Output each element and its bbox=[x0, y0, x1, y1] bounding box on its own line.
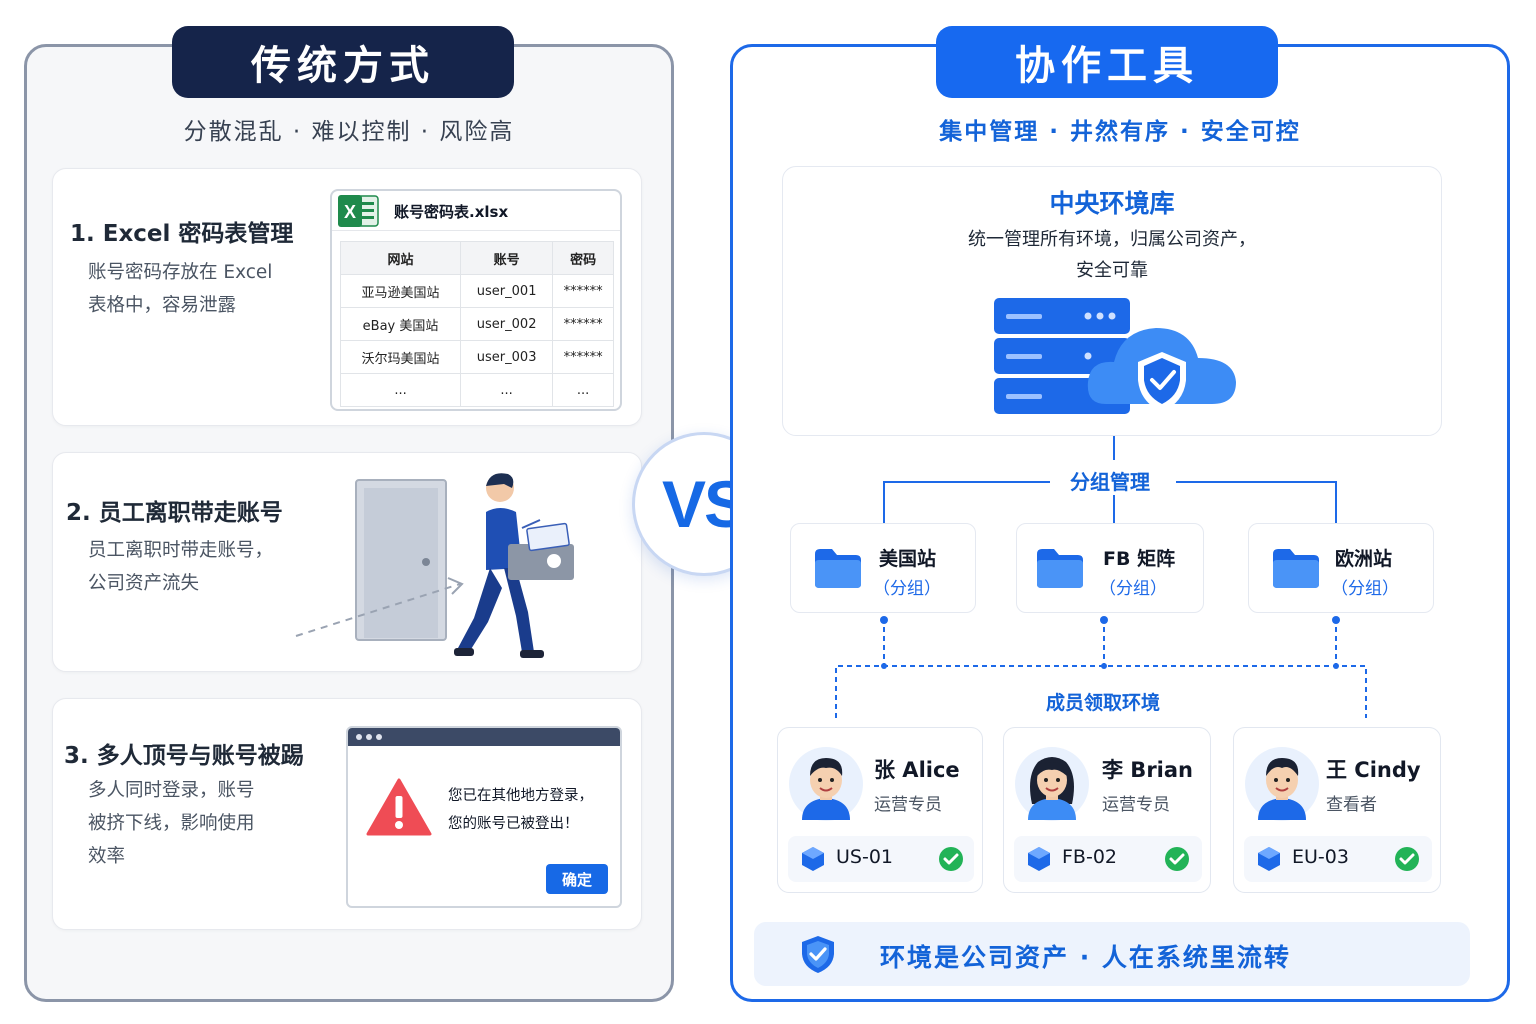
dialog-message: 您已在其他地方登录， 您的账号已被登出！ bbox=[448, 782, 593, 838]
folder-icon bbox=[1037, 549, 1083, 588]
excel-card-desc-line2: 表格中，容易泄露 bbox=[88, 295, 237, 316]
table-row: 亚马逊美国站 user_001 ****** bbox=[339, 274, 614, 308]
resignation-card-title: 2. 员工离职带走账号 bbox=[66, 500, 283, 526]
excel-card-desc: 账号密码存放在 Excel 表格中，容易泄露 bbox=[88, 256, 272, 322]
avatar bbox=[789, 747, 863, 821]
logout-dialog: 您已在其他地方登录， 您的账号已被登出！ 确定 bbox=[346, 726, 622, 908]
central-desc-line2: 安全可靠 bbox=[1076, 260, 1148, 281]
dialog-titlebar bbox=[348, 728, 620, 746]
kicked-off-card-desc: 多人同时登录，账号 被挤下线，影响使用 效率 bbox=[88, 774, 255, 873]
warning-icon bbox=[366, 778, 432, 836]
employee-leaving-illustration bbox=[295, 473, 574, 658]
excel-filename: 账号密码表.xlsx bbox=[394, 203, 509, 221]
excel-cell: user_003 bbox=[460, 340, 554, 374]
svg-text:X: X bbox=[344, 202, 356, 222]
group-name: FB 矩阵 bbox=[1103, 548, 1176, 570]
check-circle-icon bbox=[1165, 847, 1189, 871]
member-card-brian[interactable]: 李 Brian 运营专员 FB-02 bbox=[1003, 727, 1211, 893]
member-name: 王 Cindy bbox=[1326, 758, 1421, 782]
dialog-message-line2: 您的账号已被登出！ bbox=[448, 816, 579, 832]
member-card-cindy[interactable]: 王 Cindy 查看者 EU-03 bbox=[1233, 727, 1441, 893]
group-sub: （分组） bbox=[873, 579, 941, 599]
table-row: ... ... ... bbox=[339, 373, 614, 407]
server-cloud-shield-icon bbox=[994, 298, 1236, 414]
excel-cell: ... bbox=[460, 373, 554, 407]
excel-card-desc-line1: 账号密码存放在 Excel bbox=[88, 262, 273, 283]
excel-cell: 亚马逊美国站 bbox=[339, 274, 462, 308]
group-card-us[interactable]: 美国站 （分组） bbox=[790, 523, 976, 613]
cube-icon bbox=[1258, 847, 1280, 871]
member-role: 查看者 bbox=[1326, 795, 1377, 815]
excel-table: 网站 账号 密码 亚马逊美国站 user_001 ****** eBay 美国站… bbox=[339, 241, 614, 407]
excel-header: X 账号密码表.xlsx bbox=[332, 191, 620, 231]
excel-icon: X bbox=[338, 195, 379, 227]
excel-cell: eBay 美国站 bbox=[339, 307, 462, 341]
env-code: US-01 bbox=[836, 846, 893, 868]
member-env: FB-02 bbox=[1014, 836, 1202, 882]
shield-check-icon bbox=[802, 936, 834, 973]
kicked-desc-line1: 多人同时登录，账号 bbox=[88, 780, 255, 801]
traditional-subtitle: 分散混乱 · 难以控制 · 风险高 bbox=[183, 119, 515, 145]
member-name: 张 Alice bbox=[874, 758, 960, 782]
excel-col-header: 密码 bbox=[552, 241, 614, 275]
excel-cell: user_002 bbox=[460, 307, 554, 341]
member-role: 运营专员 bbox=[874, 795, 942, 815]
central-env-desc: 统一管理所有环境，归属公司资产， 安全可靠 bbox=[782, 224, 1442, 286]
kicked-desc-line2: 被挤下线，影响使用 bbox=[88, 813, 255, 834]
check-circle-icon bbox=[939, 847, 963, 871]
collab-subtitle: 集中管理 · 井然有序 · 安全可控 bbox=[939, 119, 1301, 145]
excel-cell: 沃尔玛美国站 bbox=[339, 340, 462, 374]
avatar bbox=[1015, 747, 1089, 821]
folder-icon bbox=[815, 549, 861, 588]
excel-col-header: 账号 bbox=[460, 241, 554, 275]
avatar bbox=[1245, 747, 1319, 821]
excel-cell: ****** bbox=[552, 274, 614, 308]
collab-title: 协作工具 bbox=[936, 26, 1278, 98]
excel-col-header: 网站 bbox=[339, 241, 462, 275]
cube-icon bbox=[802, 847, 824, 871]
excel-card-title: 1. Excel 密码表管理 bbox=[70, 221, 294, 247]
group-name: 美国站 bbox=[879, 548, 937, 570]
member-claim-label: 成员领取环境 bbox=[1030, 688, 1176, 715]
resignation-desc-line1: 员工离职时带走账号， bbox=[88, 540, 274, 561]
traditional-title: 传统方式 bbox=[172, 26, 514, 98]
member-role: 运营专员 bbox=[1102, 795, 1170, 815]
cube-icon bbox=[1028, 847, 1050, 871]
kicked-desc-line3: 效率 bbox=[88, 846, 126, 867]
kicked-off-card-title: 3. 多人顶号与账号被踢 bbox=[64, 743, 304, 769]
table-row: eBay 美国站 user_002 ****** bbox=[339, 307, 614, 341]
member-card-alice[interactable]: 张 Alice 运营专员 US-01 bbox=[777, 727, 983, 893]
confirm-button[interactable]: 确定 bbox=[546, 864, 608, 894]
table-row: 沃尔玛美国站 user_003 ****** bbox=[339, 340, 614, 374]
excel-cell: ... bbox=[552, 373, 614, 407]
excel-cell: ****** bbox=[552, 340, 614, 374]
footer-text: 环境是公司资产 · 人在系统里流转 bbox=[880, 943, 1291, 972]
group-management-label: 分组管理 bbox=[1050, 466, 1170, 495]
resignation-desc-line2: 公司资产流失 bbox=[88, 573, 200, 594]
member-name: 李 Brian bbox=[1102, 758, 1193, 782]
hierarchy-connectors bbox=[835, 436, 1367, 718]
excel-spreadsheet: X 账号密码表.xlsx 网站 账号 密码 亚马逊美国站 user_001 **… bbox=[330, 189, 622, 411]
dialog-message-line1: 您已在其他地方登录， bbox=[448, 788, 593, 804]
env-code: EU-03 bbox=[1292, 846, 1349, 868]
group-name: 欧洲站 bbox=[1335, 548, 1393, 570]
excel-cell: ****** bbox=[552, 307, 614, 341]
member-env: US-01 bbox=[788, 836, 974, 882]
check-circle-icon bbox=[1395, 847, 1419, 871]
excel-cell: user_001 bbox=[460, 274, 554, 308]
excel-cell: ... bbox=[339, 373, 462, 407]
group-card-fb[interactable]: FB 矩阵 （分组） bbox=[1016, 523, 1204, 613]
central-env-title: 中央环境库 bbox=[1049, 189, 1175, 218]
env-code: FB-02 bbox=[1062, 846, 1117, 868]
group-sub: （分组） bbox=[1099, 579, 1167, 599]
group-sub: （分组） bbox=[1331, 579, 1399, 599]
resignation-card-desc: 员工离职时带走账号， 公司资产流失 bbox=[88, 534, 273, 600]
central-desc-line1: 统一管理所有环境，归属公司资产， bbox=[968, 229, 1256, 250]
member-env: EU-03 bbox=[1244, 836, 1432, 882]
footer-banner bbox=[754, 922, 1470, 986]
group-card-eu[interactable]: 欧洲站 （分组） bbox=[1248, 523, 1434, 613]
folder-icon bbox=[1273, 549, 1319, 588]
